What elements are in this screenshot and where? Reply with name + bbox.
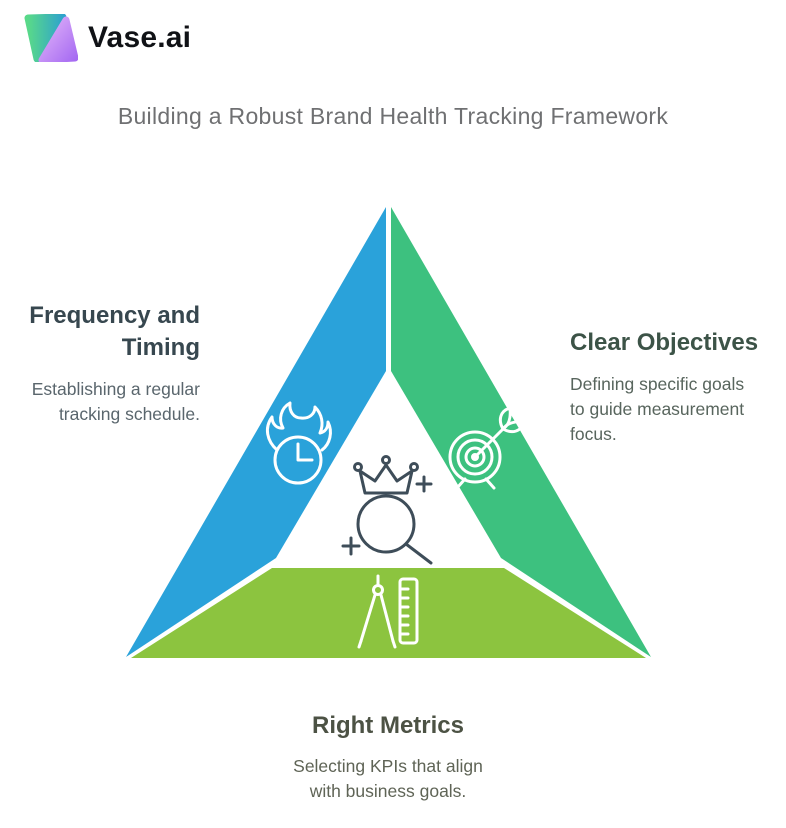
section-body-line: with business goals. bbox=[309, 781, 467, 801]
section-heading-line: Right Metrics bbox=[311, 712, 464, 739]
flaming-clock-icon bbox=[265, 401, 332, 485]
section-body-line: focus. bbox=[570, 424, 617, 444]
triangle-side-metrics bbox=[131, 568, 646, 658]
section-body: Defining specific goals to guide measure… bbox=[570, 372, 782, 447]
section-body-line: Establishing a regular bbox=[31, 379, 200, 399]
section-heading-line: Timing bbox=[121, 334, 200, 361]
section-body: Selecting KPIs that align with business … bbox=[248, 754, 528, 804]
section-body: Establishing a regular tracking schedule… bbox=[6, 377, 200, 427]
section-clear-objectives: Clear Objectives Defining specific goals… bbox=[570, 327, 782, 447]
page-title: Building a Robust Brand Health Tracking … bbox=[117, 103, 669, 129]
section-right-metrics: Right Metrics Selecting KPIs that align … bbox=[248, 710, 528, 804]
section-body-line: Defining specific goals bbox=[570, 374, 745, 394]
brand-name: Vase.ai bbox=[88, 21, 192, 54]
triangle-side-frequency bbox=[126, 207, 386, 657]
section-heading: Clear Objectives bbox=[570, 327, 782, 359]
section-body-line: tracking schedule. bbox=[58, 404, 200, 424]
crown-magnifier-icon bbox=[341, 455, 433, 565]
section-heading-line: Frequency and bbox=[29, 302, 200, 329]
section-body-line: Selecting KPIs that align bbox=[293, 756, 483, 776]
section-body-line: to guide measurement bbox=[570, 399, 745, 419]
section-frequency-and-timing: Frequency and Timing Establishing a regu… bbox=[6, 300, 200, 427]
compass-ruler-icon bbox=[357, 574, 419, 649]
vase-logo-icon bbox=[24, 14, 78, 62]
section-heading: Frequency and Timing bbox=[6, 300, 200, 364]
target-arrow-icon bbox=[448, 406, 526, 490]
section-heading-line: Clear Objectives bbox=[570, 329, 759, 356]
brand-logo[interactable]: Vase.ai bbox=[18, 14, 191, 62]
triangle-side-objectives bbox=[391, 207, 651, 657]
section-heading: Right Metrics bbox=[248, 710, 528, 742]
